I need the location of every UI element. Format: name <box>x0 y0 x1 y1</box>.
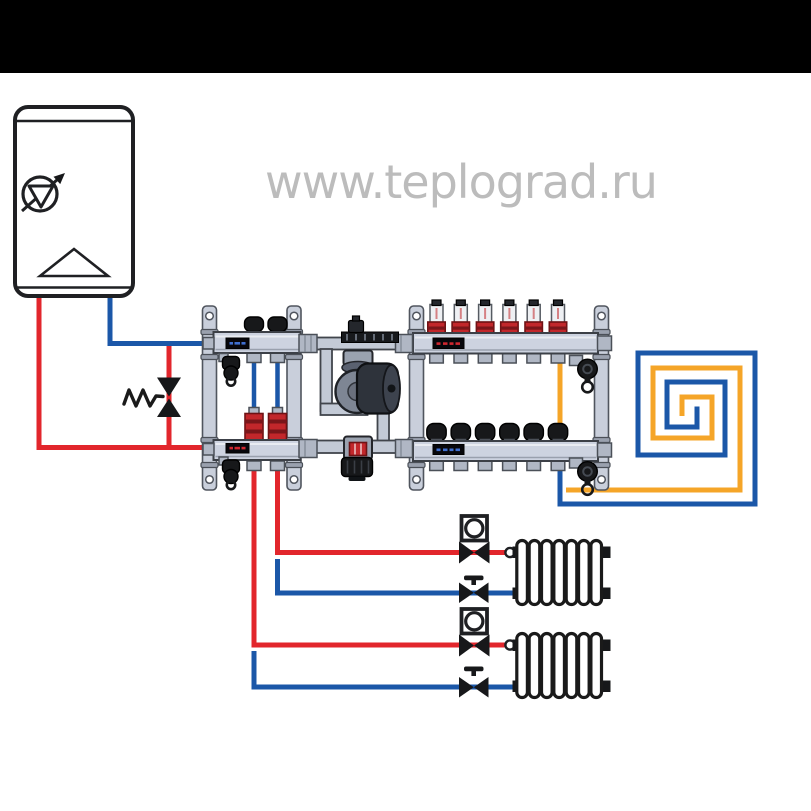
floor-loop-supply-spiral <box>557 350 758 507</box>
thermometer-scale <box>341 331 399 343</box>
radiator2-supply-pipe <box>251 470 505 648</box>
spring-icon <box>122 388 165 408</box>
drain-valve-top-left <box>218 352 241 387</box>
radiator <box>512 538 611 607</box>
t-handle-icon <box>464 575 484 581</box>
radiator1-return-valve <box>459 575 489 603</box>
radiator <box>512 631 611 700</box>
t-handle-icon <box>464 666 484 672</box>
label-window <box>432 444 465 455</box>
mixing-valve-indicator <box>348 441 368 457</box>
differential-bypass-valve <box>122 377 181 417</box>
burner-triangle-icon <box>36 247 112 278</box>
floor-loop-return-spiral <box>566 365 743 493</box>
drain-valve-bottom-left <box>218 456 241 491</box>
radiator2-return-valve <box>459 666 489 698</box>
radiator1-supply-pipe <box>275 470 505 555</box>
end-valve-top-right <box>568 354 599 394</box>
boiler <box>13 105 135 298</box>
pump-mixing-unit <box>298 315 414 481</box>
radiators <box>512 538 611 700</box>
radiator1-thermostatic-valve <box>459 514 490 564</box>
boiler-return-pipe <box>107 294 207 346</box>
circulation-pump-icon <box>21 173 65 213</box>
manifold-assembly <box>200 299 613 497</box>
top-black-bar <box>0 0 811 73</box>
boiler-supply-pipe <box>36 294 207 450</box>
watermark-text: www.teplograd.ru <box>265 155 658 209</box>
end-valve-bottom-right <box>568 457 599 497</box>
label-window <box>432 337 465 349</box>
radiator2-return-pipe <box>251 651 514 690</box>
manifold-bars <box>202 331 613 462</box>
pipework <box>36 294 758 690</box>
radiator2-thermostatic-valve <box>459 607 490 657</box>
radiator1-return-pipe <box>275 559 514 596</box>
